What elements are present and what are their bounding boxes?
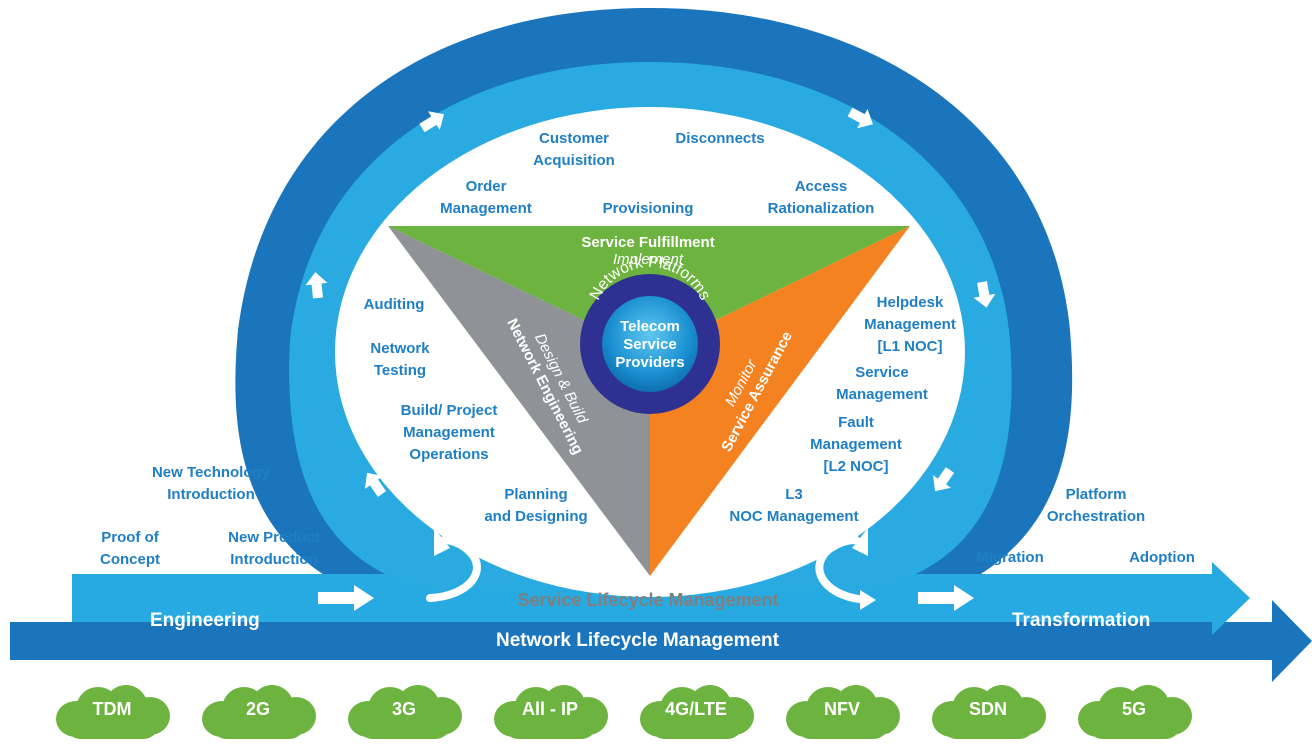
label-adoption: Adoption [1129, 549, 1195, 566]
cloud-shape [648, 705, 744, 739]
segment-engineering [388, 226, 650, 576]
flow-arrow-icon [305, 272, 328, 299]
swoosh-left-head-icon [434, 528, 450, 556]
label-disconnects: Disconnects [675, 130, 765, 147]
service-lifecycle-arrow [72, 562, 1250, 635]
core-label-3: Providers [615, 354, 684, 371]
flow-arrow-icon [847, 107, 873, 129]
tech-cloud: 3G [342, 683, 466, 741]
flow-arrow-icon [973, 281, 996, 308]
fulfillment-title: Service Fulfillment [581, 234, 714, 251]
flow-arrow-icon [918, 585, 974, 611]
tech-cloud: All - IP [488, 683, 612, 741]
swoosh-right-head-icon [852, 528, 868, 556]
tech-cloud-label: 3G [391, 699, 416, 719]
flow-arrow-icon [419, 111, 445, 133]
flow-arrows [305, 107, 996, 611]
core-label-1: Telecom [620, 318, 680, 335]
tech-cloud-label: All - IP [521, 699, 578, 719]
swoosh-right-icon [815, 536, 872, 604]
cloud-shape [210, 705, 306, 739]
tech-cloud-label: TDM [92, 699, 132, 719]
tech-cloud: TDM [50, 683, 174, 741]
engineering-label: Engineering [150, 610, 260, 631]
tech-cloud: SDN [926, 683, 1050, 741]
service-lifecycle-label: Service Lifecycle Management [517, 590, 778, 610]
swoosh-left-icon [426, 536, 481, 602]
fulfillment-subtitle: Implement [613, 251, 684, 268]
label-migration: Migration [976, 549, 1044, 566]
cloud-shape [794, 705, 890, 739]
core-circle [602, 296, 698, 392]
cloud-shape [356, 705, 452, 739]
transformation-label: Transformation [1012, 610, 1151, 631]
label-provisioning: Provisioning [602, 200, 694, 217]
flow-arrow-icon [932, 467, 955, 492]
tech-cloud-label: 4G/LTE [665, 699, 727, 719]
tech-cloud: NFV [780, 683, 904, 741]
network-lifecycle-arrow [10, 600, 1312, 682]
label-auditing: Auditing [363, 296, 425, 313]
tech-cloud: 4G/LTE [634, 683, 758, 741]
flow-arrow-icon [318, 585, 374, 611]
tech-cloud-label: 2G [245, 699, 270, 719]
tech-cloud-label: NFV [824, 699, 860, 719]
tech-cloud: 2G [196, 683, 320, 741]
core-label-2: Service [623, 336, 676, 353]
swoosh-right-tip-icon [860, 590, 876, 610]
network-lifecycle-label: Network Lifecycle Management [496, 630, 779, 651]
swoosh-arrows [426, 536, 872, 604]
cloud-shape [940, 705, 1036, 739]
cloud-shape [1086, 705, 1182, 739]
tech-cloud: 5G [1072, 683, 1196, 741]
tech-cloud-label: 5G [1121, 699, 1146, 719]
tech-cloud-label: SDN [968, 699, 1007, 719]
segment-assurance [650, 226, 910, 576]
cloud-shape [64, 705, 160, 739]
cloud-shape [502, 705, 598, 739]
flow-arrow-icon [364, 472, 387, 497]
